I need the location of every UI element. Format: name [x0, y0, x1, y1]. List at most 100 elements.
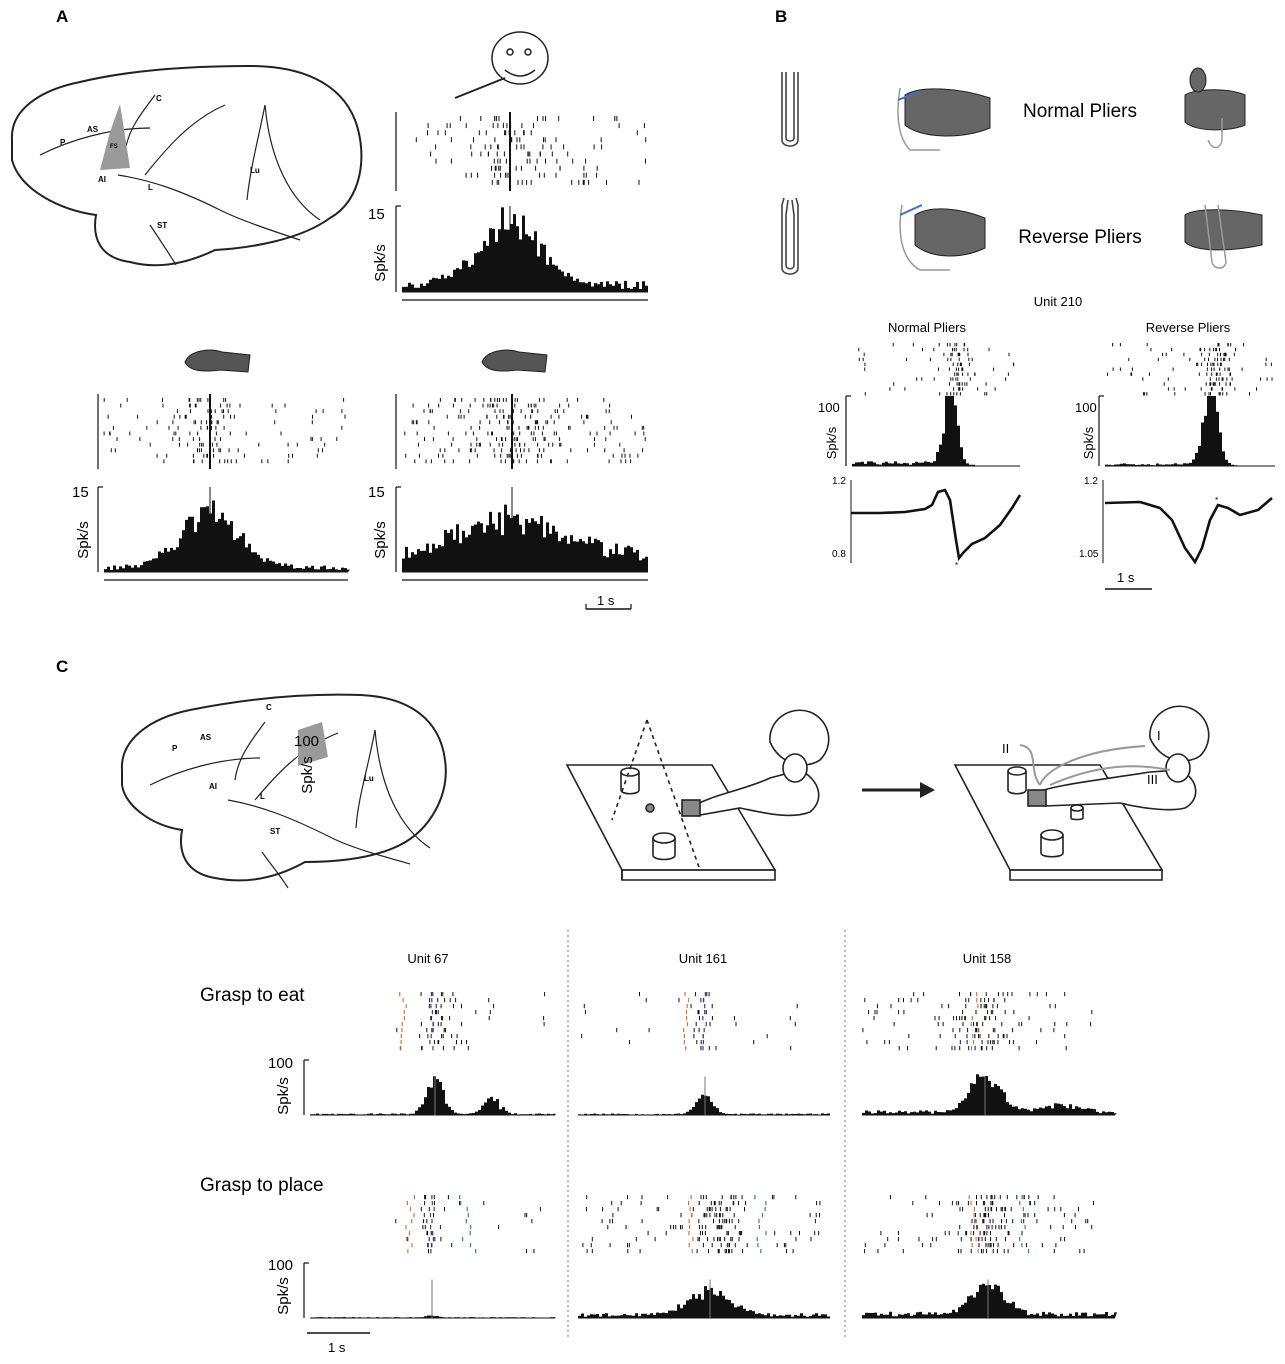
brain-c-label-as: AS: [200, 733, 212, 742]
histogram-a-bottom-left: [97, 486, 350, 581]
a-scalebar-label: 1 s: [597, 593, 615, 608]
raster-c-place-unit67: [395, 1195, 541, 1254]
raster-b-normal: [858, 343, 1015, 396]
brain-a-label-lu: Lu: [250, 166, 260, 175]
f5-region-c: [298, 722, 328, 766]
histogram-bars: [862, 1283, 1117, 1318]
brain-c-region-ylabel: Spk/s: [299, 756, 316, 794]
b-reverse-ymax: 100: [1075, 400, 1097, 415]
raster-ticks: [404, 398, 646, 464]
a-br-ylabel: Spk/s: [372, 521, 389, 559]
movement-arrows: [1019, 744, 1171, 786]
histogram-bars: [402, 504, 648, 572]
transition-arrow-head: [920, 782, 935, 798]
raster-event-markers: [702, 992, 707, 1051]
b-normal-y-top: 1.2: [832, 476, 846, 487]
pliers-normal-icon: [781, 72, 799, 147]
brain-a-label-p: P: [60, 138, 66, 147]
raster-event-markers: [399, 992, 407, 1051]
raster-event-markers: [429, 1195, 435, 1254]
raster-ticks: [415, 116, 647, 185]
b-unit-label: Unit 210: [1034, 294, 1082, 309]
raster-a-top: [395, 112, 647, 191]
raster-ticks: [862, 992, 1093, 1051]
c-row1-ylabel: Spk/s: [275, 1077, 292, 1115]
raster-ticks: [395, 1195, 541, 1254]
a-br-ymax: 15: [368, 484, 385, 501]
brain-diagram-a: [10, 64, 363, 267]
histogram-bars: [104, 500, 350, 572]
raster-ticks: [396, 992, 546, 1051]
c-row-grasp-eat: Grasp to eat: [200, 985, 305, 1006]
histogram-a-bottom-right: [395, 486, 648, 581]
raster-a-bottom-right: [395, 394, 646, 469]
c-unit-161: Unit 161: [679, 951, 727, 966]
c-unit-158: Unit 158: [963, 951, 1011, 966]
b-normal-y-bottom: 0.8: [832, 549, 846, 560]
hand-grasp-icon-right: [481, 349, 548, 373]
hand-pliers-reverse-icon: [899, 204, 986, 271]
histogram-bars: [402, 207, 648, 292]
task-scene-place: [953, 705, 1210, 881]
raster-event-markers: [754, 1195, 767, 1254]
histogram-bars: [1105, 396, 1276, 466]
monkey-head-icon: [454, 31, 549, 99]
b-scalebar-label: 1 s: [1117, 570, 1135, 585]
panel-letter-c: C: [56, 657, 68, 676]
brain-a-label-as: AS: [87, 125, 99, 134]
raster-event-markers: [429, 992, 434, 1051]
b-normal-ylabel: Spk/s: [824, 426, 839, 459]
b-normal-pliers-label: Normal Pliers: [1023, 101, 1137, 122]
task-scene-grasp: [565, 709, 830, 881]
hand-pliers-normal-end-icon: [1184, 67, 1246, 149]
raster-ticks: [858, 343, 1015, 396]
hand-grasp-icon-left: [184, 349, 251, 373]
histogram-bars: [862, 1074, 1117, 1115]
c-scalebar-label: 1 s: [328, 1340, 346, 1355]
arrow-label-ii: II: [1002, 741, 1009, 756]
a-top-ymax: 15: [368, 206, 385, 223]
raster-c-eat-unit161: [581, 992, 798, 1051]
histogram-bars: [310, 1076, 556, 1115]
arrow-label-i: I: [1157, 728, 1161, 743]
brain-a-label-c: C: [156, 94, 162, 103]
brain-c-label-ai: AI: [209, 782, 217, 791]
b-reverse-trace-marker: *: [1215, 496, 1218, 505]
raster-ticks: [1107, 343, 1273, 396]
b-reverse-y-bottom: 1.05: [1079, 549, 1099, 560]
histogram-a-top: [395, 205, 648, 301]
histogram-c-eat-unit161: [578, 1076, 830, 1116]
brain-c-label-p: P: [172, 744, 178, 753]
raster-c-eat-unit67: [396, 992, 546, 1051]
histogram-bars: [310, 1315, 556, 1318]
b-reverse-y-top: 1.2: [1084, 476, 1098, 487]
fs-region-a: [100, 104, 130, 170]
brain-c-label-c: C: [266, 703, 272, 712]
panel-letter-a: A: [56, 7, 68, 26]
raster-b-reverse: [1107, 343, 1273, 396]
histogram-c-place-unit161: [578, 1279, 830, 1319]
pliers-reverse-icon: [781, 197, 799, 275]
panel-letter-b: B: [775, 7, 787, 26]
arrow-label-iii: III: [1147, 772, 1158, 787]
c-row1-ymax: 100: [268, 1055, 293, 1072]
raster-ticks: [582, 1195, 821, 1254]
histogram-c-eat-unit158: [862, 1074, 1117, 1116]
raster-ticks: [103, 398, 346, 464]
raster-event-markers: [405, 1195, 415, 1254]
raster-a-bottom-left: [97, 394, 346, 469]
raster-ticks: [581, 992, 798, 1051]
brain-diagram-c: [120, 693, 447, 889]
a-bl-ymax: 15: [72, 484, 89, 501]
histogram-c-eat-unit67: [303, 1059, 556, 1116]
a-top-ylabel: Spk/s: [372, 244, 389, 282]
c-unit-67: Unit 67: [407, 951, 448, 966]
raster-c-place-unit158: [864, 1195, 1095, 1254]
raster-event-markers: [1019, 1195, 1030, 1254]
histogram-bars: [852, 396, 1020, 466]
b-normal-ymax: 100: [818, 400, 840, 415]
brain-a-label-ai: AI: [98, 175, 106, 184]
histogram-bars: [578, 1094, 830, 1115]
b-reverse-ylabel: Spk/s: [1081, 426, 1096, 459]
brain-a-label-fs: FS: [110, 144, 118, 150]
